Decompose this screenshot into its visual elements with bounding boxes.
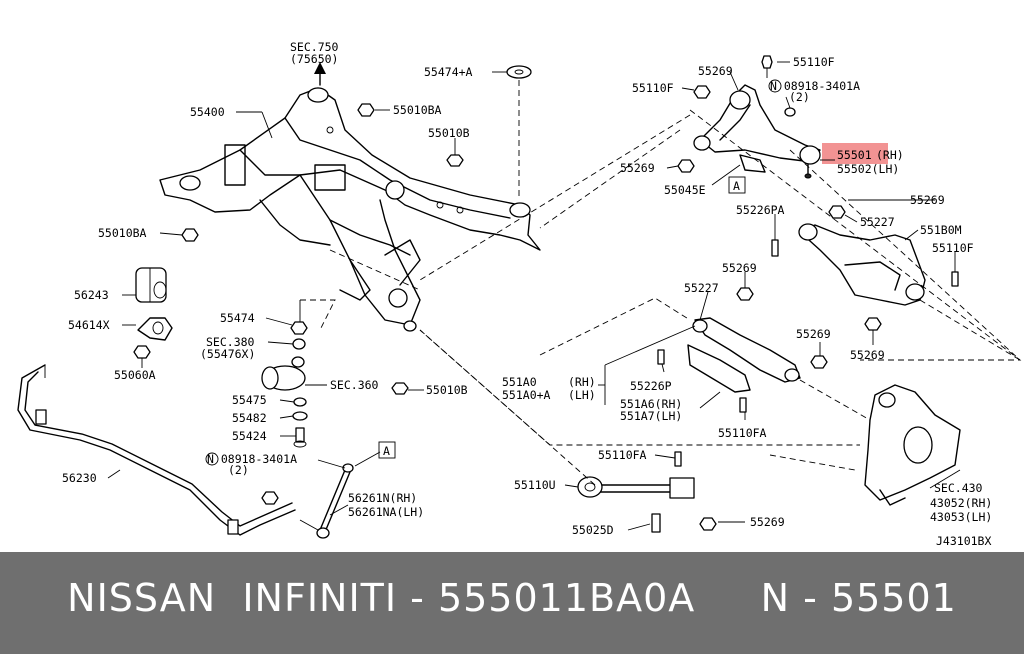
label-55010B-top: 55010B — [428, 126, 470, 140]
label-55482: 55482 — [232, 411, 267, 425]
label-55226P: 55226P — [630, 379, 672, 393]
label-55269-r1: 55269 — [910, 193, 945, 207]
marker-A-left — [378, 441, 396, 459]
lateral-link-55110U — [577, 451, 717, 533]
exploded-view-svg: SEC.750 (75650) 55474+A 55400 55010BA 55… — [17, 40, 1022, 548]
knuckle-43052 — [864, 384, 961, 506]
bushing-56243 — [135, 267, 167, 303]
label-56243: 56243 — [74, 288, 109, 302]
label-diagram-code: J43101BX — [936, 534, 991, 548]
label-55269-top: 55269 — [698, 64, 733, 78]
label-551A7: 551A7(LH) — [620, 409, 682, 423]
subframe-55400 — [159, 87, 541, 332]
label-55010B-mid: 55010B — [426, 383, 468, 397]
label-08918-right-qty: (2) — [789, 90, 810, 104]
label-55110F-r: 55110F — [932, 241, 974, 255]
label-sec380: SEC.380 — [206, 335, 255, 349]
lower-arm-551B0M — [736, 205, 959, 331]
stabilizer-link-56261 — [261, 463, 354, 539]
label-56261NA: 56261NA(LH) — [348, 505, 424, 519]
label-55424: 55424 — [232, 429, 267, 443]
label-sec750: SEC.750 — [290, 40, 339, 54]
n-marker-left — [205, 452, 219, 466]
label-55269-r4: 55269 — [850, 348, 885, 362]
label-55502: 55502(LH) — [837, 162, 899, 176]
highlight-box — [822, 143, 888, 164]
dashed-leaders — [300, 80, 1022, 486]
label-55269-mid: 55269 — [620, 161, 655, 175]
label-55269-r2: 55269 — [722, 261, 757, 275]
label-55269-bot: 55269 — [750, 515, 785, 529]
label-55227-l: 55227 — [684, 281, 719, 295]
label-551A0A-side: (LH) — [568, 388, 596, 402]
label-55227-r: 55227 — [860, 215, 895, 229]
label-551A0-side: (RH) — [568, 375, 596, 389]
label-55110F-top: 55110F — [793, 55, 835, 69]
part-number-banner: NISSAN INFINITI - 555011BA0A N - 55501 — [0, 552, 1024, 654]
label-55110F-left: 55110F — [632, 81, 674, 95]
label-55474: 55474 — [220, 311, 255, 325]
label-551A6: 551A6(RH) — [620, 397, 682, 411]
label-551A0: 551A0 — [502, 375, 537, 389]
label-55010BA-left: 55010BA — [98, 226, 147, 240]
label-55110U: 55110U — [514, 478, 556, 492]
label-551B0M: 551B0M — [920, 223, 962, 237]
label-55501-side: (RH) — [876, 148, 904, 162]
label-sec750-sub: (75650) — [290, 52, 338, 66]
label-55060A: 55060A — [114, 368, 156, 382]
label-55010BA-top: 55010BA — [393, 103, 442, 117]
label-sec430: SEC.430 — [934, 481, 983, 495]
part-number-text: NISSAN INFINITI - 555011BA0A N - 55501 — [67, 576, 957, 620]
label-56230: 56230 — [62, 471, 97, 485]
upper-arm-55501 — [677, 55, 821, 179]
stabilizer-bar-56230 — [17, 364, 296, 536]
label-55226PA: 55226PA — [736, 203, 785, 217]
n-marker-right — [768, 79, 782, 93]
label-55400: 55400 — [190, 105, 225, 119]
label-55269-r3: 55269 — [796, 327, 831, 341]
label-55110FA-r: 55110FA — [718, 426, 767, 440]
link-arm-551A0 — [657, 317, 828, 413]
label-55474A: 55474+A — [424, 65, 473, 79]
clamp-54614X — [133, 317, 173, 359]
label-55025D: 55025D — [572, 523, 614, 537]
label-55475: 55475 — [232, 393, 267, 407]
label-box-A-right: A — [733, 179, 740, 193]
label-54614X: 54614X — [68, 318, 110, 332]
parts-diagram: SEC.750 (75650) 55474+A 55400 55010BA 55… — [17, 40, 1022, 548]
label-sec380-sub: (55476X) — [200, 347, 255, 361]
label-08918-right: N 08918-3401A — [770, 79, 860, 93]
arrow-sec750 — [314, 62, 326, 86]
bushing-stack — [261, 300, 308, 448]
label-08918-left-qty: (2) — [228, 463, 249, 477]
label-box-A-left: A — [383, 444, 390, 458]
label-43053: 43053(LH) — [930, 510, 992, 524]
label-56261N: 56261N(RH) — [348, 491, 417, 505]
label-08918-left: N 08918-3401A — [207, 452, 297, 466]
marker-A-right — [728, 176, 746, 194]
label-55501: 55501 — [837, 148, 872, 162]
label-43052: 43052(RH) — [930, 496, 992, 510]
label-551A0A: 551A0+A — [502, 388, 551, 402]
label-sec360: SEC.360 — [330, 378, 379, 392]
label-55110FA-l: 55110FA — [598, 448, 647, 462]
label-55045E: 55045E — [664, 183, 706, 197]
leader-lines — [107, 61, 961, 531]
